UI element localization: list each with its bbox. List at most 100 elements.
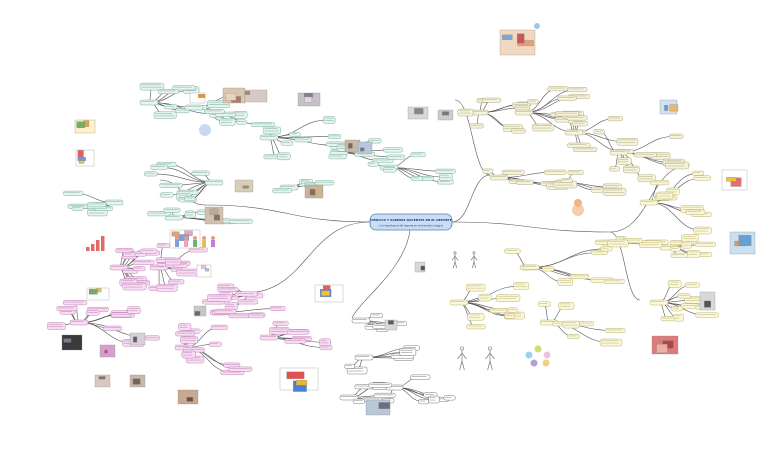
topic-node[interactable]: [590, 187, 604, 193]
topic-node[interactable]: [214, 308, 237, 314]
topic-node[interactable]: [685, 209, 706, 215]
topic-node[interactable]: [506, 307, 518, 313]
topic-node[interactable]: [284, 338, 306, 344]
topic-node[interactable]: [209, 341, 222, 347]
topic-node[interactable]: [164, 214, 184, 221]
topic-node[interactable]: [469, 123, 484, 129]
topic-node[interactable]: [150, 164, 168, 170]
topic-node[interactable]: [695, 312, 719, 318]
topic-node[interactable]: [373, 392, 396, 398]
topic-node[interactable]: [671, 306, 683, 312]
topic-node[interactable]: [168, 279, 185, 285]
topic-node[interactable]: [681, 234, 699, 242]
topic-node[interactable]: [180, 336, 198, 344]
topic-node[interactable]: [159, 182, 183, 188]
topic-node[interactable]: [547, 86, 569, 92]
topic-node[interactable]: [163, 104, 178, 110]
topic-node[interactable]: [609, 166, 620, 172]
topic-node[interactable]: [665, 161, 689, 170]
topic-node[interactable]: [418, 399, 430, 405]
topic-node[interactable]: [234, 291, 258, 297]
topic-node[interactable]: [566, 115, 588, 121]
topic-node[interactable]: [367, 161, 379, 167]
topic-node[interactable]: [56, 306, 78, 312]
topic-node[interactable]: [670, 246, 681, 252]
topic-node[interactable]: [204, 179, 224, 186]
topic-node[interactable]: [558, 302, 575, 310]
topic-node[interactable]: [684, 282, 701, 288]
topic-node[interactable]: [178, 323, 192, 331]
topic-node[interactable]: [572, 121, 589, 127]
topic-node[interactable]: [210, 324, 228, 330]
topic-node[interactable]: [522, 264, 540, 270]
topic-node[interactable]: [314, 180, 335, 186]
topic-node[interactable]: [656, 191, 674, 200]
topic-node[interactable]: [514, 109, 534, 116]
topic-node[interactable]: [269, 305, 286, 311]
topic-node[interactable]: [692, 170, 705, 176]
topic-node[interactable]: [670, 252, 689, 258]
topic-node[interactable]: [693, 226, 712, 235]
topic-node[interactable]: [532, 123, 555, 132]
topic-node[interactable]: [467, 313, 485, 321]
topic-node[interactable]: [602, 188, 627, 196]
topic-node[interactable]: [159, 192, 174, 198]
topic-node[interactable]: [224, 302, 239, 310]
topic-node[interactable]: [370, 313, 383, 318]
topic-node[interactable]: [673, 314, 685, 322]
topic-node[interactable]: [660, 316, 675, 322]
topic-node[interactable]: [165, 257, 182, 266]
topic-node[interactable]: [323, 116, 336, 124]
topic-node[interactable]: [351, 317, 371, 324]
topic-node[interactable]: [616, 138, 639, 146]
topic-node[interactable]: [482, 97, 502, 103]
topic-node[interactable]: [677, 293, 691, 299]
topic-node[interactable]: [511, 128, 526, 134]
topic-node[interactable]: [163, 207, 181, 213]
topic-node[interactable]: [62, 300, 88, 306]
topic-node[interactable]: [328, 154, 347, 160]
topic-node[interactable]: [219, 118, 236, 126]
topic-node[interactable]: [280, 140, 294, 146]
topic-node[interactable]: [175, 331, 195, 337]
topic-node[interactable]: [555, 111, 580, 117]
topic-node[interactable]: [465, 283, 486, 292]
topic-node[interactable]: [344, 363, 355, 369]
topic-node[interactable]: [86, 202, 107, 208]
topic-node[interactable]: [694, 241, 716, 247]
topic-node[interactable]: [410, 176, 423, 182]
topic-node[interactable]: [47, 322, 66, 330]
topic-node[interactable]: [399, 348, 417, 356]
topic-node[interactable]: [443, 395, 456, 401]
topic-node[interactable]: [607, 239, 629, 248]
topic-node[interactable]: [504, 248, 521, 254]
topic-node[interactable]: [223, 362, 241, 368]
topic-node[interactable]: [354, 354, 374, 361]
topic-node[interactable]: [650, 180, 670, 186]
topic-node[interactable]: [228, 218, 253, 224]
topic-node[interactable]: [382, 167, 397, 173]
topic-node[interactable]: [71, 205, 84, 211]
topic-node[interactable]: [457, 108, 474, 117]
topic-node[interactable]: [104, 199, 124, 206]
topic-node[interactable]: [228, 313, 251, 319]
topic-node[interactable]: [236, 119, 248, 125]
topic-node[interactable]: [466, 324, 486, 330]
topic-node[interactable]: [593, 129, 605, 135]
topic-node[interactable]: [319, 338, 331, 346]
topic-node[interactable]: [515, 179, 534, 185]
topic-node[interactable]: [294, 137, 313, 143]
topic-node[interactable]: [368, 382, 393, 388]
topic-node[interactable]: [513, 282, 530, 290]
topic-node[interactable]: [339, 394, 359, 401]
topic-node[interactable]: [501, 169, 525, 175]
topic-node[interactable]: [544, 169, 567, 175]
topic-node[interactable]: [259, 134, 279, 141]
topic-node[interactable]: [572, 147, 598, 152]
topic-node[interactable]: [176, 268, 200, 277]
central-topic[interactable]: CIENCIAS Y SABERES DOCENTES EN EL DEPORT…: [369, 213, 453, 231]
topic-node[interactable]: [172, 85, 196, 91]
topic-node[interactable]: [269, 327, 290, 335]
topic-node[interactable]: [372, 158, 394, 164]
topic-node[interactable]: [609, 149, 629, 156]
